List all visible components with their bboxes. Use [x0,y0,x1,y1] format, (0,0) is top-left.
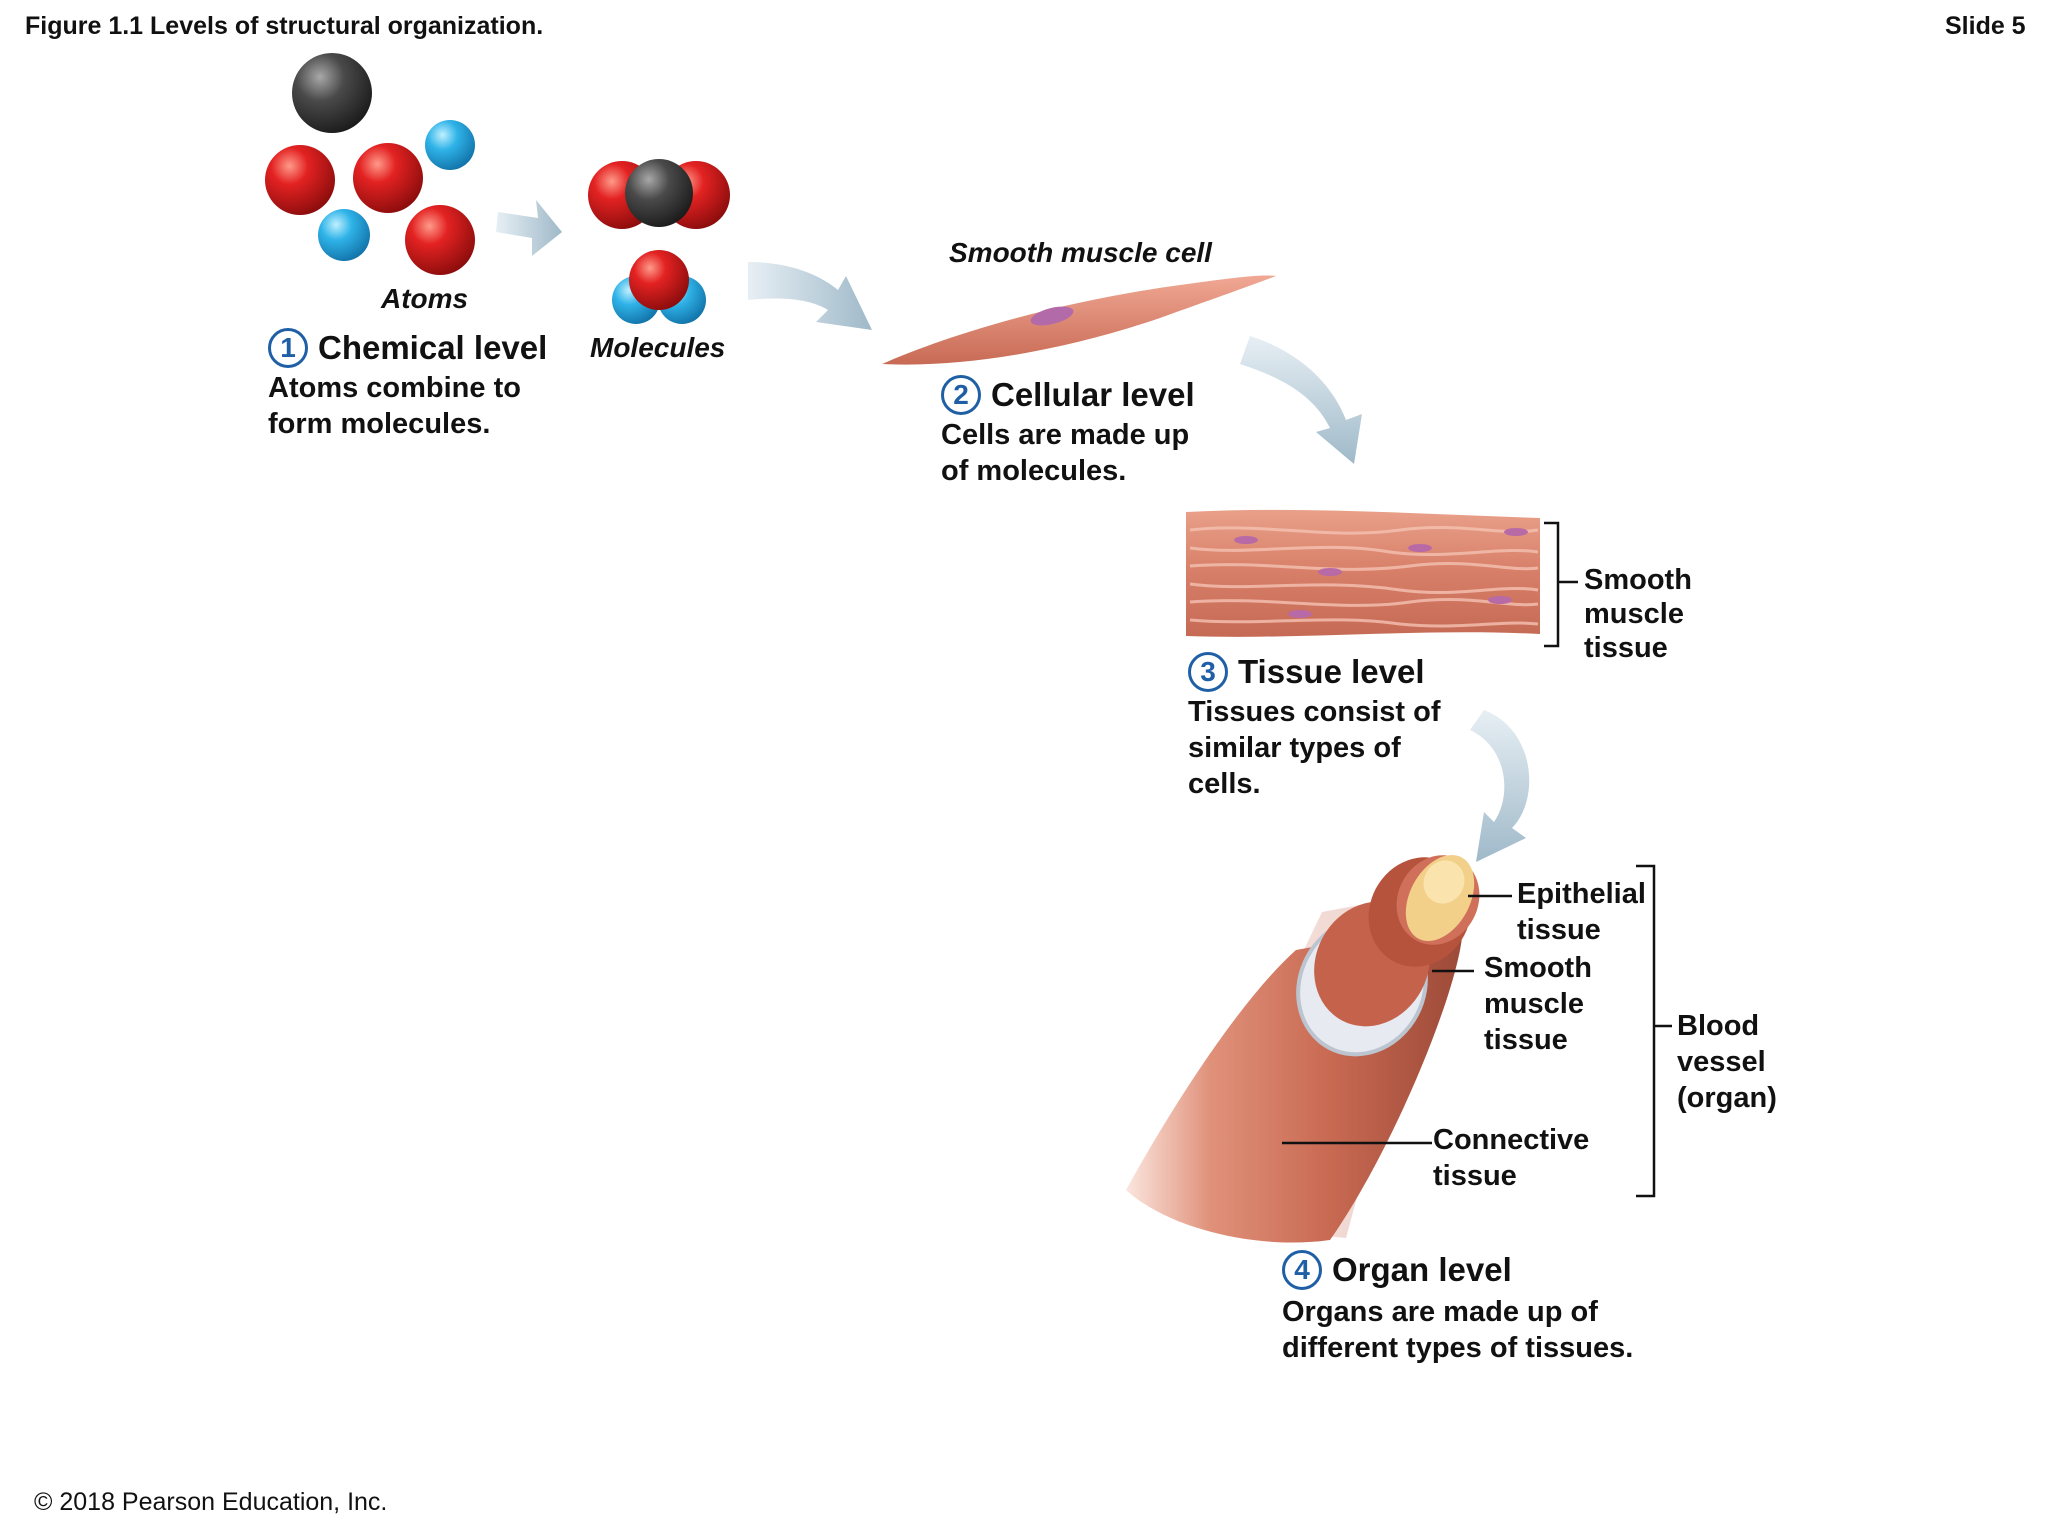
level-chemical: 1 Chemical level Atoms combine to form m… [268,328,547,442]
label-line: Blood [1677,1010,1760,1042]
desc-line: different types of tissues. [1282,1332,1634,1364]
label-line: tissue [1433,1160,1517,1192]
label-line: vessel [1677,1046,1766,1078]
arrow-tissue-to-organ [1470,710,1530,862]
smooth-muscle-organ-label: Smooth muscle tissue [1484,950,1592,1058]
level-organ-title: 4 Organ level [1282,1250,1633,1290]
blood-vessel-image [1126,855,1480,1243]
level-tissue: 3 Tissue level Tissues consist of simila… [1188,652,1441,802]
label-line: tissue [1584,632,1668,664]
level-cellular-title: 2 Cellular level [941,375,1195,415]
blood-vessel-label: Blood vessel (organ) [1677,1008,1777,1116]
slide-number: Slide 5 [1945,12,2026,40]
label-line: tissue [1517,914,1601,946]
label-line: muscle [1484,988,1584,1020]
level-tissue-description: Tissues consist of similar types of cell… [1188,694,1441,802]
level-cellular: 2 Cellular level Cells are made up of mo… [941,375,1195,489]
desc-line: Atoms combine to [268,372,521,404]
level-tissue-title: 3 Tissue level [1188,652,1441,692]
desc-line: Tissues consist of [1188,696,1441,728]
arrow-molecules-to-cell [748,262,872,330]
label-line: Connective [1433,1124,1590,1156]
smooth-muscle-tissue-image [1186,509,1540,637]
level-number-badge: 2 [941,375,981,415]
level-number-badge: 4 [1282,1250,1322,1290]
bracket-smooth-muscle-tissue [1544,521,1578,648]
level-title-text: Chemical level [318,329,548,366]
level-title-text: Organ level [1332,1251,1512,1288]
label-line: muscle [1584,598,1684,630]
desc-line: Organs are made up of [1282,1296,1598,1328]
connective-tissue-label: Connective tissue [1433,1122,1589,1194]
desc-line: Cells are made up [941,419,1190,451]
level-organ: 4 Organ level Organs are made up of diff… [1282,1250,1633,1366]
arrow-atoms-to-molecules [496,200,562,256]
label-line: tissue [1484,1024,1568,1056]
copyright-footer: © 2018 Pearson Education, Inc. [34,1488,388,1516]
level-cellular-description: Cells are made up of molecules. [941,417,1195,489]
label-line: Smooth [1584,564,1692,596]
atoms-cluster [265,53,475,275]
level-organ-description: Organs are made up of different types of… [1282,1294,1633,1366]
desc-line: of molecules. [941,455,1127,487]
smooth-muscle-cell-label: Smooth muscle cell [949,237,1212,268]
desc-line: similar types of [1188,732,1401,764]
smooth-muscle-cell [882,275,1276,365]
level-title-text: Tissue level [1238,653,1425,690]
epithelial-tissue-label: Epithelial tissue [1517,876,1646,948]
level-number-badge: 3 [1188,652,1228,692]
level-chemical-description: Atoms combine to form molecules. [268,370,547,442]
label-line: (organ) [1677,1082,1777,1114]
atoms-label: Atoms [381,283,469,314]
figure-title: Figure 1.1 Levels of structural organiza… [25,12,544,40]
molecules-label: Molecules [590,332,726,363]
desc-line: form molecules. [268,408,491,440]
arrow-cell-to-tissue [1240,336,1362,464]
smooth-muscle-tissue-label: Smooth muscle tissue [1584,562,1692,666]
level-number-badge: 1 [268,328,308,368]
label-line: Smooth [1484,952,1592,984]
level-chemical-title: 1 Chemical level [268,328,547,368]
level-title-text: Cellular level [991,376,1195,413]
label-line: Epithelial [1517,878,1646,910]
molecules-cluster [588,159,730,324]
desc-line: cells. [1188,768,1261,800]
organ-leader-lines [1282,864,1672,1198]
